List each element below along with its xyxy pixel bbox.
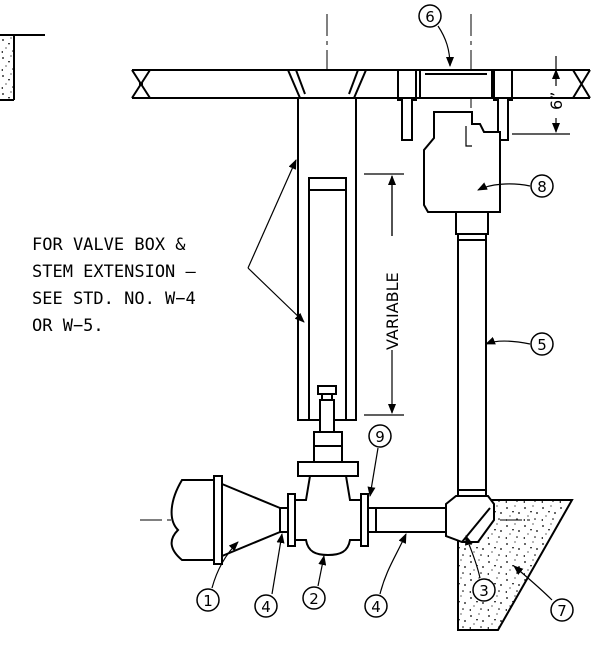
riser-box	[397, 69, 513, 141]
callout-leaders	[211, 25, 553, 601]
callout-7: 7	[550, 598, 574, 622]
callout-2: 2	[302, 586, 326, 610]
note-line-4: OR W−5.	[32, 316, 104, 336]
note-leaders	[247, 159, 305, 323]
callout-9-label: 9	[375, 428, 385, 446]
callout-1: 1	[196, 588, 220, 612]
callout-5: 5	[530, 332, 554, 356]
callout-1-label: 1	[203, 592, 213, 610]
callout-4-left: 4	[254, 594, 278, 618]
riser-pipe	[457, 233, 487, 497]
six-inch-label: 6”	[547, 92, 566, 110]
callout-4-right-label: 4	[371, 598, 381, 616]
note-line-2: STEM EXTENSION —	[32, 262, 197, 282]
callout-6-label: 6	[425, 8, 435, 26]
variable-dimension: VARIABLE	[364, 173, 404, 416]
callout-4-right: 4	[364, 594, 388, 618]
callout-3: 3	[472, 578, 496, 602]
callout-9: 9	[368, 424, 392, 448]
callout-6: 6	[418, 4, 442, 28]
callout-7-label: 7	[557, 602, 567, 620]
adjacent-detail-fragment	[0, 34, 45, 101]
variable-label: VARIABLE	[383, 272, 402, 350]
callout-8-label: 8	[537, 178, 547, 196]
blowoff-cap	[423, 111, 501, 235]
valve-box-note: FOR VALVE BOX & STEM EXTENSION — SEE STD…	[32, 235, 197, 336]
callout-5-label: 5	[537, 336, 547, 354]
callout-2-label: 2	[309, 590, 319, 608]
callout-4-left-label: 4	[261, 598, 271, 616]
note-line-1: FOR VALVE BOX &	[32, 235, 186, 255]
callout-8: 8	[530, 174, 554, 198]
note-line-3: SEE STD. NO. W−4	[32, 289, 196, 309]
valve-box	[286, 69, 368, 421]
six-inch-dimension: 6”	[512, 56, 570, 135]
main-pipe	[170, 385, 495, 565]
callout-3-label: 3	[479, 582, 489, 600]
